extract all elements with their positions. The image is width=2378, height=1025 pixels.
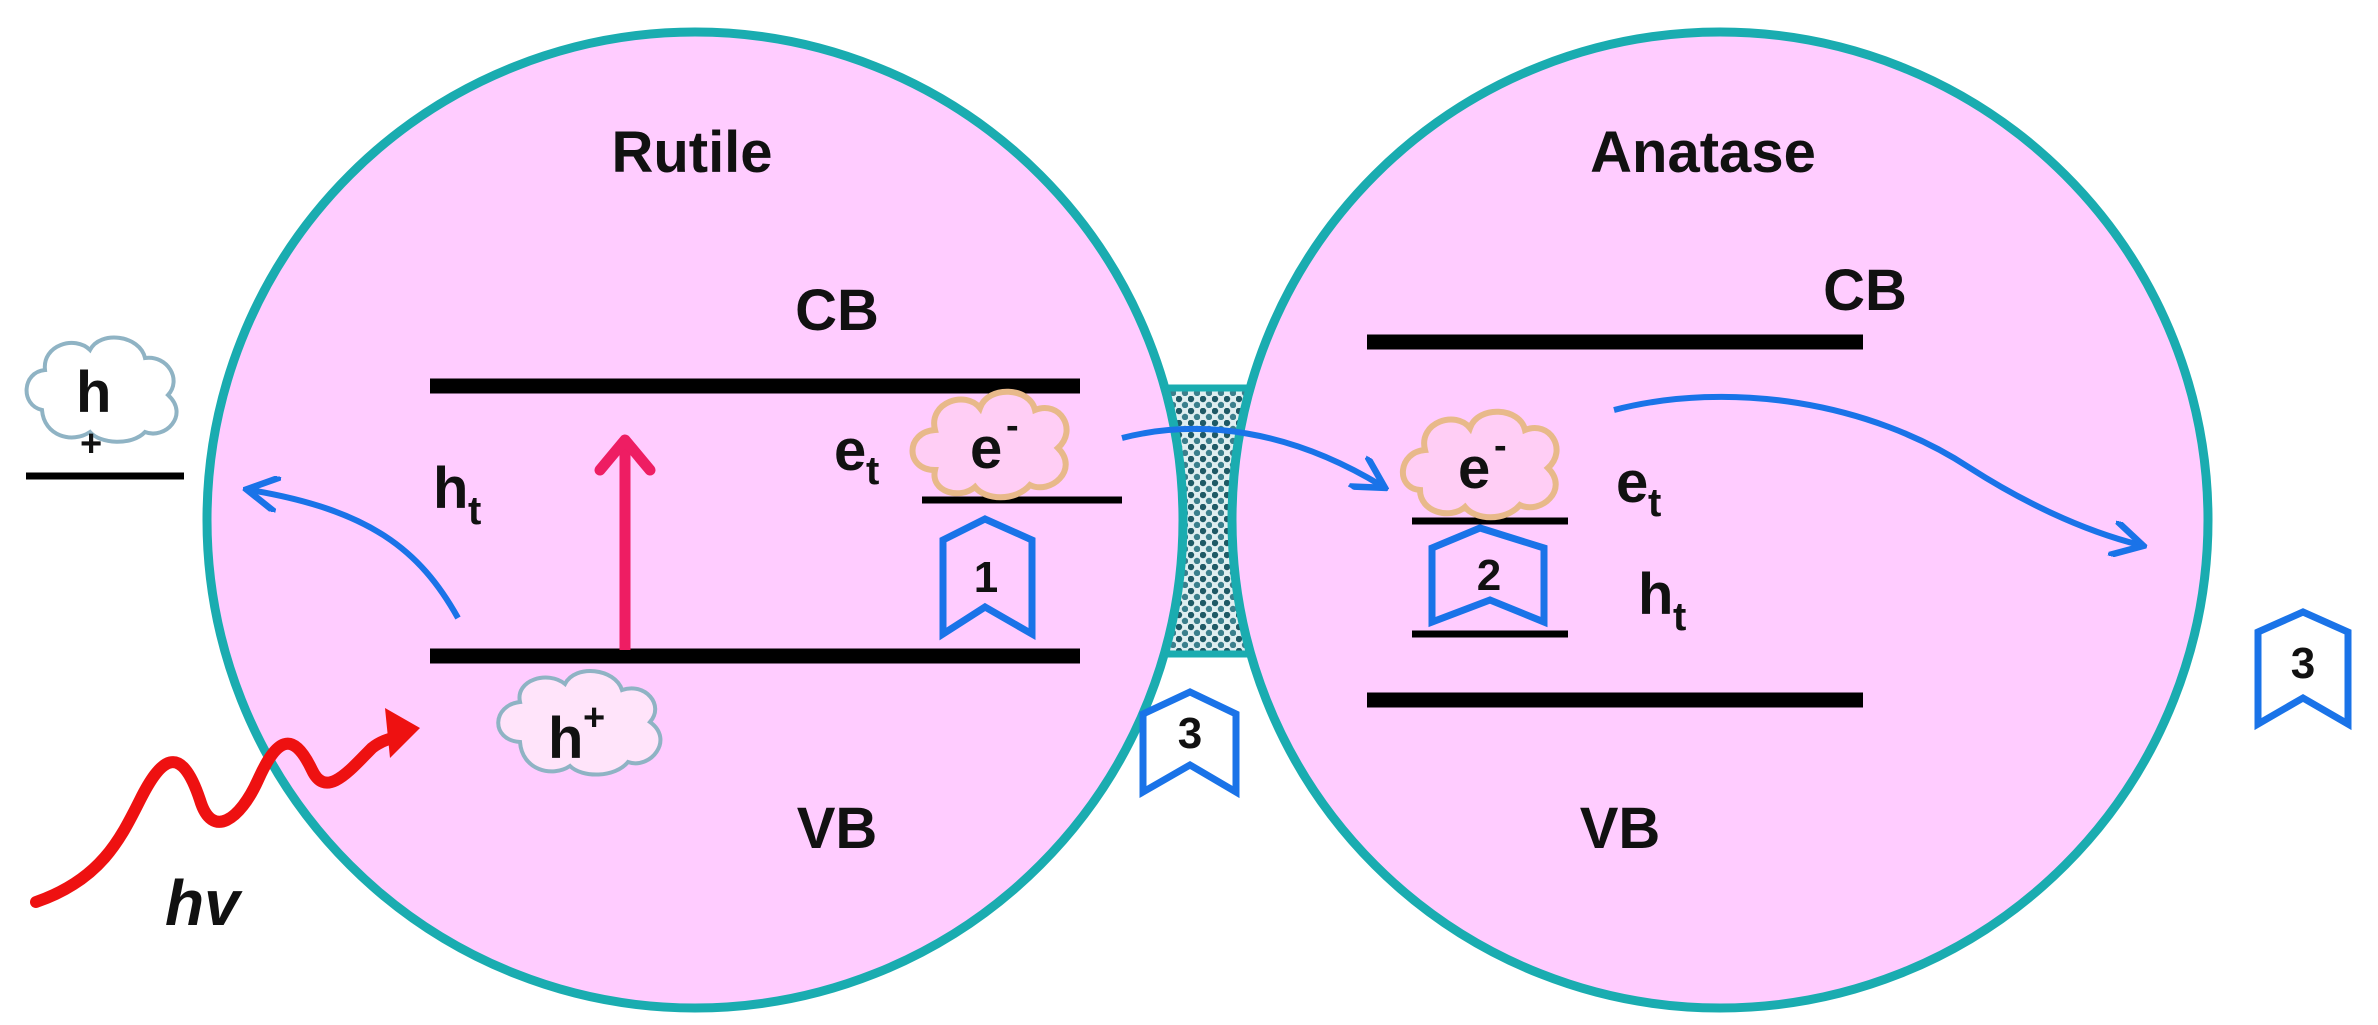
anatase-vb-label: VB [1580,796,1661,861]
cloud-icon [496,669,663,777]
svg-text:-: - [1006,405,1019,447]
svg-text:t: t [1673,595,1686,639]
chevron-marker-icon [1428,524,1548,628]
chevron-marker-icon [939,515,1036,641]
rutile-electron-trap-label: e t [834,418,879,493]
marker-1: 1 [939,515,1036,641]
light-label: hv [165,867,243,939]
rutile-hole-cloud: h + [496,669,663,777]
chevron-marker-icon [2254,608,2352,731]
rutile-hole-trap-label: h t [433,456,481,533]
rutile-vb-label: VB [797,796,878,861]
excitation-arrow [594,434,656,650]
arrowhead-icon [385,708,420,758]
rutile-electron-cloud: e - [909,388,1070,501]
electron-exit-arrow [1613,393,2140,545]
anatase-particle [1227,27,2213,1013]
marker-2: 2 [1428,524,1548,628]
svg-text:h: h [76,360,111,425]
marker-3-interface: 3 [1139,688,1240,799]
svg-text:h: h [548,706,583,771]
svg-text:+: + [80,423,102,465]
light-wave: hv [30,708,420,939]
svg-text:h: h [433,456,468,521]
anatase-hole-trap-label: h t [1638,562,1686,639]
svg-text:e: e [1616,450,1648,515]
svg-text:-: - [1494,425,1507,467]
svg-text:t: t [468,489,481,533]
hole-transfer-arrow [250,490,461,620]
svg-text:1: 1 [974,553,998,602]
svg-text:e: e [834,418,866,483]
rutile-title: Rutile [611,120,772,185]
marker-3-right: 3 [2254,608,2352,731]
svg-text:h: h [1638,562,1673,627]
svg-text:e: e [1458,436,1490,501]
svg-text:+: + [583,697,605,739]
svg-text:2: 2 [1477,551,1501,600]
svg-text:t: t [866,449,879,493]
anatase-electron-trap-label: e t [1616,450,1661,525]
svg-text:e: e [970,416,1002,481]
anatase-cb-label: CB [1823,258,1907,323]
chevron-marker-icon [1139,688,1240,799]
svg-text:t: t [1648,481,1661,525]
rutile-cb-label: CB [795,278,879,343]
outside-hole: h + [24,335,184,480]
cloud-icon [1400,408,1560,521]
svg-text:3: 3 [2291,639,2315,688]
rutile-particle [202,27,1188,1013]
anatase-electron-cloud: e - [1400,408,1560,521]
anatase-title: Anatase [1590,120,1816,185]
electron-transfer-arrow [1121,425,1382,486]
cloud-icon [24,335,179,444]
svg-text:3: 3 [1178,709,1202,758]
cloud-icon [909,388,1070,501]
